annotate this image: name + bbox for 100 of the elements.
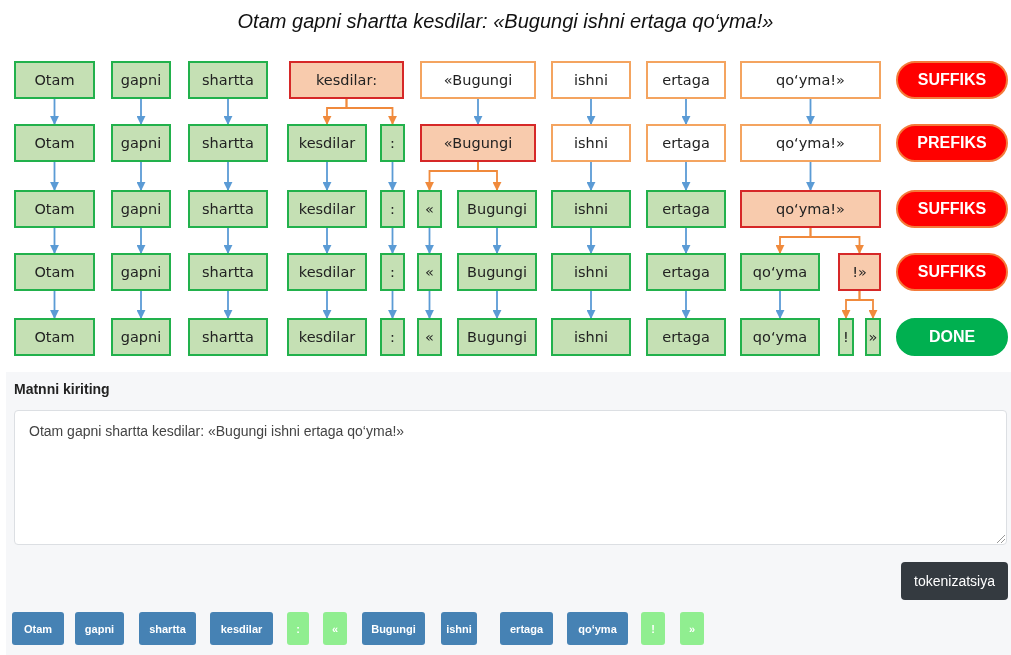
arrow xyxy=(477,161,502,191)
punctuation-token-chip: ! xyxy=(641,612,665,645)
split-token-box: !» xyxy=(838,253,881,291)
arrow xyxy=(586,161,596,191)
arrow xyxy=(50,161,59,191)
word-token-chip: ertaga xyxy=(500,612,553,645)
token-box: gapni xyxy=(111,253,171,291)
arrow xyxy=(586,290,596,319)
pending-token-box: ertaga xyxy=(646,61,726,99)
pending-token-box: qo‘yma!» xyxy=(740,124,881,162)
pending-token-box: «Bugungi xyxy=(420,61,536,99)
diagram-title: Otam gapni shartta kesdilar: «Bugungi ishni ertaga qo‘yma!» xyxy=(236,10,775,33)
word-token-chip: Bugungi xyxy=(362,612,425,645)
token-box: kesdilar xyxy=(287,318,367,356)
token-box: kesdilar xyxy=(287,124,367,162)
token-box: shartta xyxy=(188,318,268,356)
token-box: shartta xyxy=(188,124,268,162)
arrow xyxy=(858,290,878,319)
token-box: : xyxy=(380,190,405,228)
punctuation-token-chip: : xyxy=(287,612,309,645)
token-box: shartta xyxy=(188,253,268,291)
arrow xyxy=(50,290,59,319)
arrow xyxy=(136,227,146,254)
token-box: Bugungi xyxy=(457,318,537,356)
arrow xyxy=(681,290,691,319)
arrow xyxy=(388,161,397,191)
arrow xyxy=(223,227,233,254)
arrow xyxy=(136,290,146,319)
split-token-box: kesdilar: xyxy=(289,61,404,99)
arrow xyxy=(322,161,332,191)
pending-token-box: ishni xyxy=(551,61,631,99)
token-box: ertaga xyxy=(646,190,726,228)
arrow xyxy=(586,98,596,125)
token-box: Otam xyxy=(14,190,95,228)
pending-token-box: ishni xyxy=(551,124,631,162)
word-token-chip: gapni xyxy=(75,612,124,645)
token-box: kesdilar xyxy=(287,253,367,291)
arrow xyxy=(50,227,59,254)
arrow xyxy=(681,227,691,254)
token-box: Bugungi xyxy=(457,190,537,228)
pending-token-box: ertaga xyxy=(646,124,726,162)
word-token-chip: qo‘yma xyxy=(567,612,628,645)
arrow xyxy=(806,98,815,125)
step-badge: SUFFIKS xyxy=(896,190,1008,228)
token-box: gapni xyxy=(111,61,171,99)
arrow xyxy=(425,290,434,319)
word-token-chip: Otam xyxy=(12,612,64,645)
token-box: shartta xyxy=(188,61,268,99)
split-token-box: «Bugungi xyxy=(420,124,536,162)
token-box: : xyxy=(380,124,405,162)
step-badge: SUFFIKS xyxy=(896,61,1008,99)
step-badge: DONE xyxy=(896,318,1008,356)
arrow xyxy=(345,98,397,125)
arrow xyxy=(223,98,233,125)
token-box: ertaga xyxy=(646,253,726,291)
arrow xyxy=(136,98,146,125)
tokenize-button: tokenizatsiya xyxy=(901,562,1008,600)
arrow xyxy=(806,161,815,191)
step-badge: SUFFIKS xyxy=(896,253,1008,291)
token-box: gapni xyxy=(111,124,171,162)
arrow xyxy=(681,161,691,191)
word-token-chip: shartta xyxy=(139,612,196,645)
arrow xyxy=(775,290,785,319)
pending-token-box: qo‘yma!» xyxy=(740,61,881,99)
token-box: : xyxy=(380,253,405,291)
arrow xyxy=(425,227,434,254)
token-box: Otam xyxy=(14,253,95,291)
token-box: « xyxy=(417,318,442,356)
token-box: ishni xyxy=(551,318,631,356)
word-token-chip: ishni xyxy=(441,612,477,645)
token-box: Bugungi xyxy=(457,253,537,291)
token-box: : xyxy=(380,318,405,356)
arrow xyxy=(473,98,483,125)
arrow xyxy=(809,227,864,254)
token-box: kesdilar xyxy=(287,190,367,228)
punctuation-token-chip: « xyxy=(323,612,347,645)
token-box: « xyxy=(417,190,442,228)
field-label: Matnni kiriting xyxy=(14,381,110,397)
step-badge: PREFIKS xyxy=(896,124,1008,162)
arrow xyxy=(492,227,502,254)
word-token-chip: kesdilar xyxy=(210,612,273,645)
token-box: Otam xyxy=(14,318,95,356)
token-box: ertaga xyxy=(646,318,726,356)
token-box: qo‘yma xyxy=(740,318,820,356)
arrow xyxy=(388,227,397,254)
token-box: qo‘yma xyxy=(740,253,820,291)
token-box: gapni xyxy=(111,318,171,356)
token-box: Otam xyxy=(14,61,95,99)
arrow xyxy=(681,98,691,125)
token-box: Otam xyxy=(14,124,95,162)
arrow xyxy=(223,290,233,319)
arrow xyxy=(50,98,59,125)
arrow xyxy=(492,290,502,319)
arrow xyxy=(586,227,596,254)
arrow xyxy=(388,290,397,319)
split-token-box: qo‘yma!» xyxy=(740,190,881,228)
token-box: shartta xyxy=(188,190,268,228)
arrow xyxy=(223,161,233,191)
token-box: ishni xyxy=(551,253,631,291)
token-box: ! xyxy=(838,318,854,356)
